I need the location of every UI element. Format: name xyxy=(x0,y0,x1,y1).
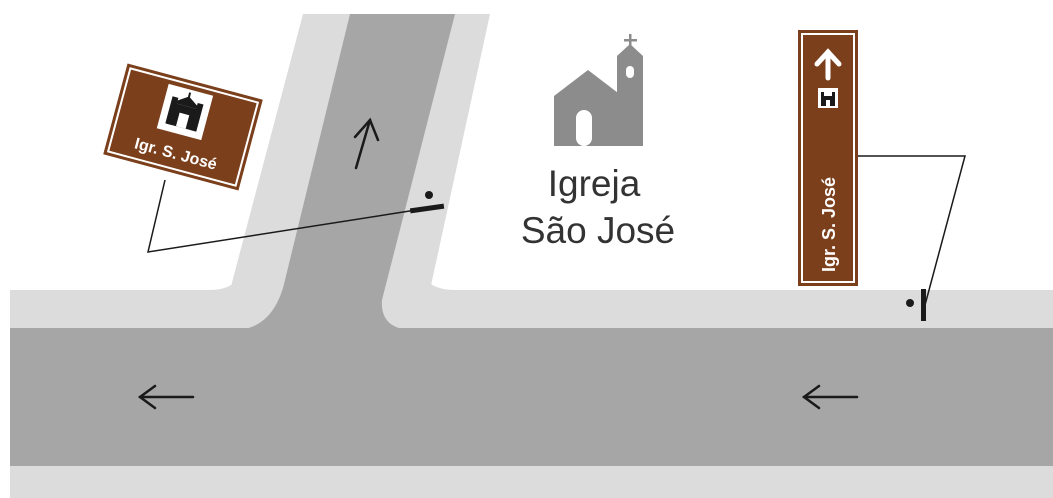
direction-arrows xyxy=(137,117,859,410)
church-label: Igreja São José xyxy=(521,163,675,251)
arrow-up-icon xyxy=(353,117,380,170)
arrow-left-icon xyxy=(137,384,195,410)
church-with-cross-icon xyxy=(554,34,643,146)
vertical-sign: Igr. S. José xyxy=(798,30,858,286)
arrow-up-icon xyxy=(814,48,842,81)
vertical-sign-text: Igr. S. José xyxy=(819,177,839,272)
church-name-line1: Igreja xyxy=(548,163,641,204)
church-icon xyxy=(821,92,835,106)
vertical-sign-inner-border xyxy=(801,33,855,283)
sidewalk-corner-right xyxy=(400,250,470,300)
road-vertical xyxy=(240,14,455,330)
sign-post-marker-right xyxy=(906,289,926,321)
church-icon xyxy=(165,92,204,132)
sign-post-markers xyxy=(409,191,926,321)
tilted-sign-inner-border xyxy=(106,67,260,187)
sign-post-marker-left xyxy=(409,191,445,214)
roads xyxy=(10,14,1053,466)
leader-line-left xyxy=(147,179,417,253)
leader-lines xyxy=(147,155,966,306)
tilted-sign: Igr. S. José xyxy=(103,63,263,191)
leader-line-right xyxy=(858,155,966,306)
sidewalk-corner-left xyxy=(210,200,290,300)
arrow-left-icon xyxy=(801,384,859,410)
church-name-line2: São José xyxy=(521,210,675,251)
